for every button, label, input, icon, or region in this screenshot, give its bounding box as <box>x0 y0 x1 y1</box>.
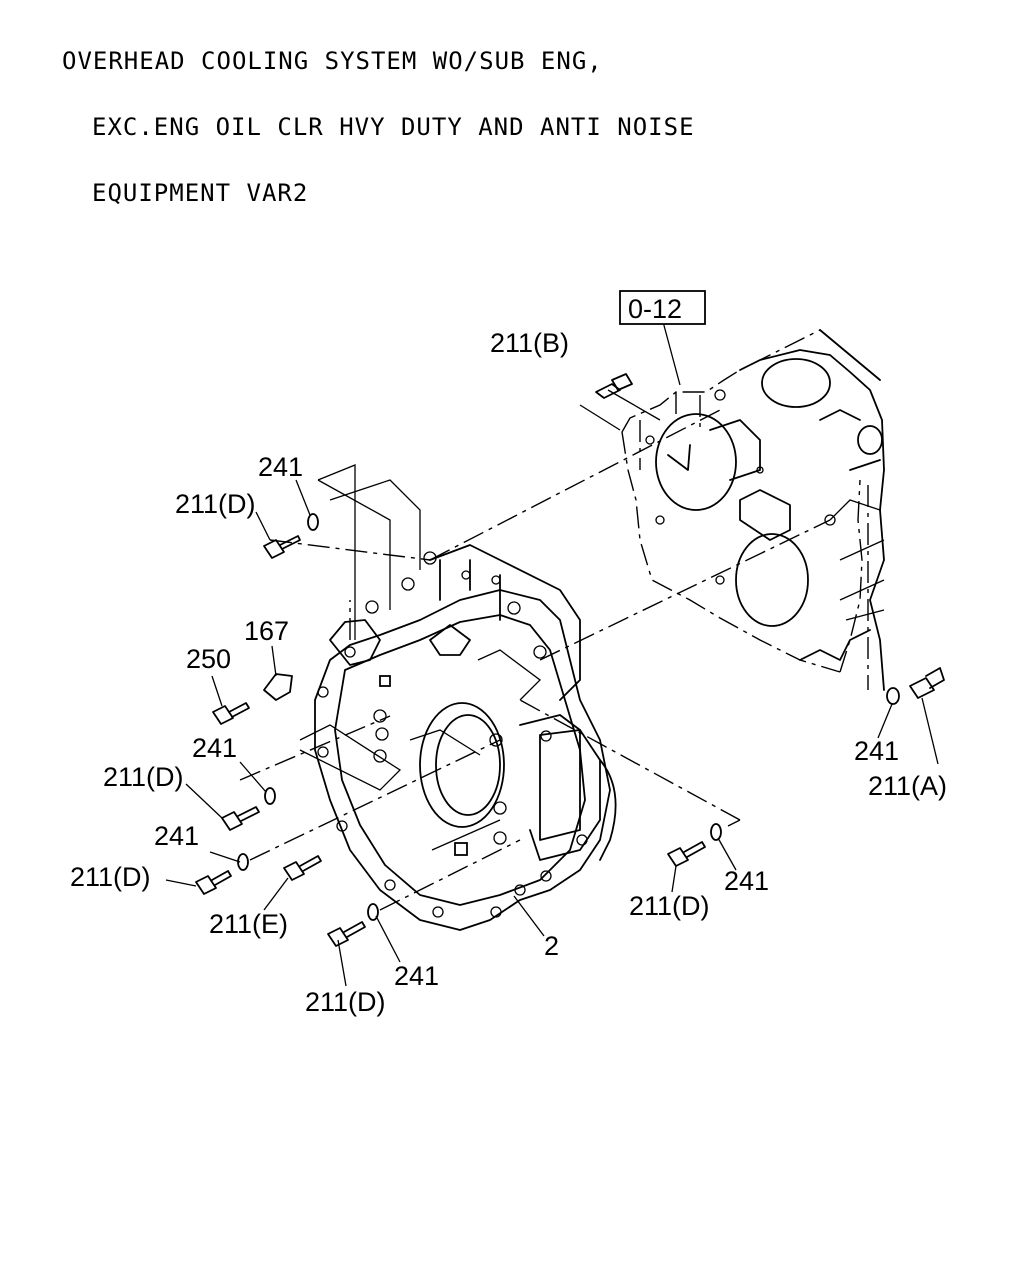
engine-block <box>621 329 885 691</box>
bolt-211d-low <box>195 853 249 895</box>
bolt-211d-mid <box>221 787 276 831</box>
title-line-1: OVERHEAD COOLING SYSTEM WO/SUB ENG, <box>62 47 603 75</box>
callout-211d-bot: 211(D) <box>305 987 386 1017</box>
reference-box: 0-12 <box>619 290 706 325</box>
bolt-211d-right <box>667 823 722 867</box>
callout-211a: 211(A) <box>868 771 947 801</box>
callout-211e: 211(E) <box>209 909 288 939</box>
bolt-211e <box>283 855 322 881</box>
callout-241-bot: 241 <box>394 961 439 991</box>
callout-250: 250 <box>186 644 231 674</box>
callout-241-low: 241 <box>154 821 199 851</box>
bolt-211b <box>595 373 633 399</box>
bolts-and-washers <box>195 373 945 947</box>
callout-211b: 211(B) <box>490 328 569 358</box>
center-lines <box>239 389 881 911</box>
callout-241-mid: 241 <box>192 733 237 763</box>
callout-211d-mid: 211(D) <box>103 762 184 792</box>
callout-labels: 211(B) 241 211(D) 167 250 241 211(D) 241… <box>70 328 947 1017</box>
leader-lines <box>165 317 939 987</box>
callout-211d-top: 211(D) <box>175 489 256 519</box>
callout-211d-right: 211(D) <box>629 891 710 921</box>
callout-241-far-right: 241 <box>854 736 899 766</box>
callout-167: 167 <box>244 616 289 646</box>
callout-241-top: 241 <box>258 452 303 482</box>
reference-box-label: 0-12 <box>628 294 682 324</box>
bolt-250 <box>212 702 250 725</box>
callout-2: 2 <box>544 931 559 961</box>
diagram-title: OVERHEAD COOLING SYSTEM WO/SUB ENG, EXC.… <box>62 6 695 248</box>
callout-211d-low: 211(D) <box>70 862 151 892</box>
flywheel-housing <box>314 544 617 931</box>
callout-241-right: 241 <box>724 866 769 896</box>
bolt-211a <box>886 667 945 705</box>
bolt-211d-bot <box>327 903 379 947</box>
bolt-211d-top <box>263 513 319 559</box>
title-line-3: EQUIPMENT VAR2 <box>92 179 309 207</box>
title-line-2: EXC.ENG OIL CLR HVY DUTY AND ANTI NOISE <box>92 113 695 141</box>
plug-167 <box>263 673 293 701</box>
